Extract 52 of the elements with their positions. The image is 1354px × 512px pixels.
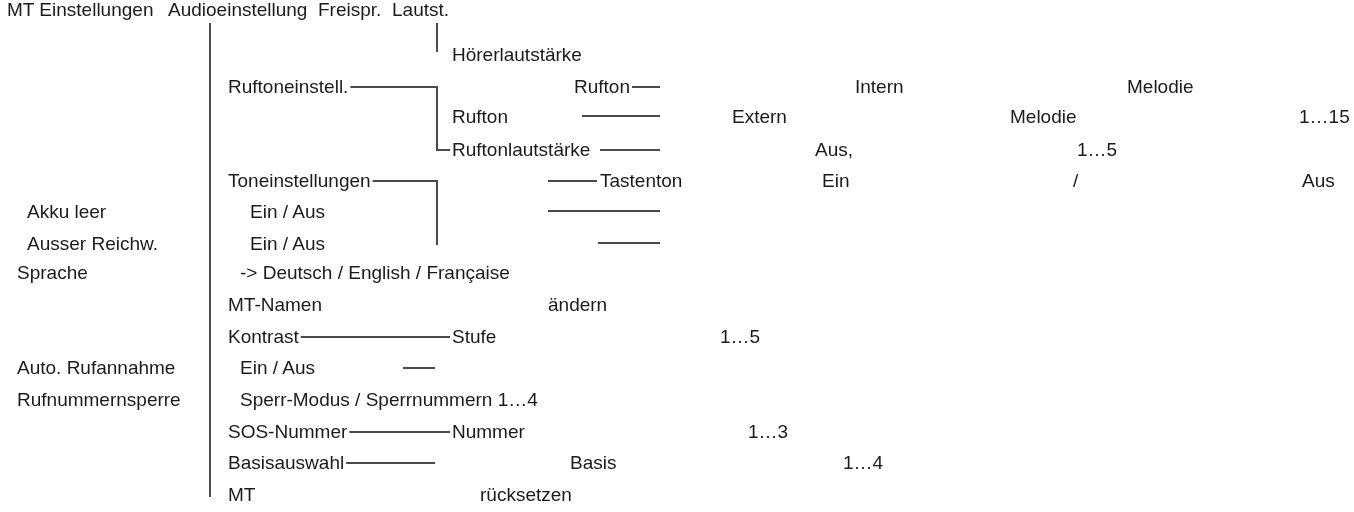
connector-line — [209, 22, 211, 498]
menu-text: -> Deutsch / English / Française — [240, 262, 510, 284]
menu-text: / — [1073, 170, 1079, 192]
menu-text: Aus — [1302, 170, 1335, 192]
connector-line — [348, 431, 451, 433]
menu-text: Hörerlautstärke — [452, 44, 582, 66]
connector-line — [436, 22, 438, 53]
menu-text: Extern — [732, 106, 787, 128]
connector-line — [345, 462, 436, 464]
menu-text: Melodie — [1010, 106, 1077, 128]
connector-line — [299, 336, 451, 338]
menu-item: Rufton — [574, 76, 630, 98]
menu-item: Toneinstellungen — [228, 170, 371, 192]
menu-text: 1…5 — [720, 326, 761, 348]
menu-text: Sprache — [17, 262, 88, 284]
menu-item: Nummer — [452, 421, 525, 443]
menu-text: MT-Namen — [228, 294, 322, 316]
menu-item: Ruftoneinstell. — [228, 76, 349, 98]
menu-item: Basisauswahl — [228, 452, 345, 474]
menu-text: Akku leer — [27, 201, 107, 223]
menu-item: Audioeinstellung — [168, 0, 308, 21]
menu-text: Auto. Rufannahme — [17, 357, 176, 379]
menu-item: SOS-Nummer — [228, 421, 348, 443]
menu-text: 1…3 — [748, 421, 789, 443]
menu-text: Freispr. — [318, 0, 382, 21]
menu-text: Ein / Aus — [250, 233, 325, 255]
menu-text: Ausser Reichw. — [27, 233, 158, 255]
menu-text: MT — [228, 484, 256, 506]
menu-text: Ein — [822, 170, 850, 192]
menu-text: Ein / Aus — [240, 357, 315, 379]
menu-item: Ruftonlautstärke — [452, 139, 591, 161]
menu-text: Intern — [855, 76, 904, 98]
menu-text: Tastenton — [600, 170, 683, 192]
menu-text: rücksetzen — [480, 484, 572, 506]
menu-item: Lautst. — [392, 0, 450, 21]
connector-line — [371, 180, 438, 246]
menu-item: Kontrast — [228, 326, 299, 348]
menu-text: Melodie — [1127, 76, 1194, 98]
menu-text: Rufton — [452, 106, 508, 128]
menu-text: ändern — [548, 294, 608, 316]
menu-text: 1…4 — [843, 452, 884, 474]
connector-line — [631, 86, 661, 88]
menu-text: Rufnummernsperre — [17, 389, 181, 411]
menu-text: Basis — [570, 452, 617, 474]
menu-text: Aus, — [815, 139, 854, 161]
menu-text: MT Einstellungen — [7, 0, 154, 21]
menu-text: 1…5 — [1077, 139, 1118, 161]
menu-item: Stufe — [452, 326, 497, 348]
menu-text: Sperr-Modus / Sperrnummern 1…4 — [240, 389, 538, 411]
menu-text: 1…15 — [1299, 106, 1350, 128]
menu-text: Ein / Aus — [250, 201, 325, 223]
connector-line — [349, 86, 451, 151]
